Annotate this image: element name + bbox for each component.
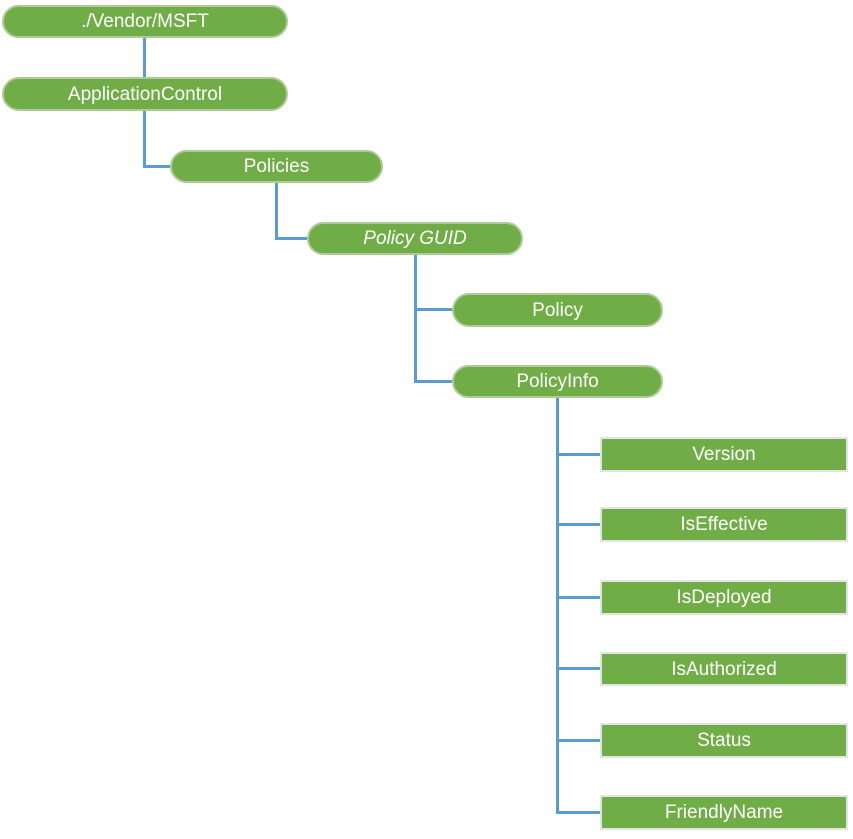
node-policies-label: Policies (243, 156, 310, 177)
connector-policyinfo-to-isdeployed (556, 596, 600, 599)
node-applicationcontrol-label: ApplicationControl (67, 83, 223, 105)
connector-policyguid-to-policyinfo (414, 380, 452, 383)
node-vendor-msft-label: ./Vendor/MSFT (81, 11, 209, 32)
connector-policyguid-to-policy (414, 308, 452, 311)
node-version: Version (600, 437, 848, 472)
connector-policies-to-policyguid (275, 237, 307, 240)
node-friendlyname: FriendlyName (600, 795, 848, 830)
node-policyinfo: PolicyInfo (452, 365, 663, 398)
connector-applicationcontrol-to-policies (143, 165, 170, 168)
connector-policyinfo-drop (556, 398, 559, 814)
node-version-label: Version (692, 444, 756, 465)
connector-applicationcontrol-drop (143, 110, 146, 168)
node-policy-label: Policy (532, 299, 583, 321)
node-iseffective-label: IsEffective (680, 514, 768, 535)
node-isauthorized: IsAuthorized (600, 652, 848, 686)
node-policy: Policy (452, 293, 663, 327)
connector-policyinfo-to-friendlyname (556, 811, 600, 814)
node-policy-guid-label: Policy GUID (363, 228, 467, 249)
node-policies: Policies (170, 150, 383, 183)
node-status: Status (600, 723, 848, 758)
node-isdeployed: IsDeployed (600, 580, 848, 615)
node-friendlyname-label: FriendlyName (664, 802, 784, 823)
connector-policyinfo-to-status (556, 739, 600, 742)
connector-policyinfo-to-iseffective (556, 523, 600, 526)
connector-policies-drop (275, 183, 278, 240)
node-applicationcontrol: ApplicationControl (2, 77, 288, 111)
node-iseffective: IsEffective (600, 507, 848, 542)
connector-policyguid-drop (414, 255, 417, 383)
node-vendor-msft: ./Vendor/MSFT (2, 5, 288, 38)
node-status-label: Status (697, 730, 751, 751)
node-policy-guid: Policy GUID (307, 222, 523, 255)
connector-vendor-to-applicationcontrol (143, 38, 146, 78)
connector-policyinfo-to-version (556, 453, 600, 456)
node-policyinfo-label: PolicyInfo (516, 371, 599, 392)
connector-policyinfo-to-isauthorized (556, 667, 600, 670)
node-isauthorized-label: IsAuthorized (671, 658, 777, 680)
node-isdeployed-label: IsDeployed (676, 587, 772, 608)
